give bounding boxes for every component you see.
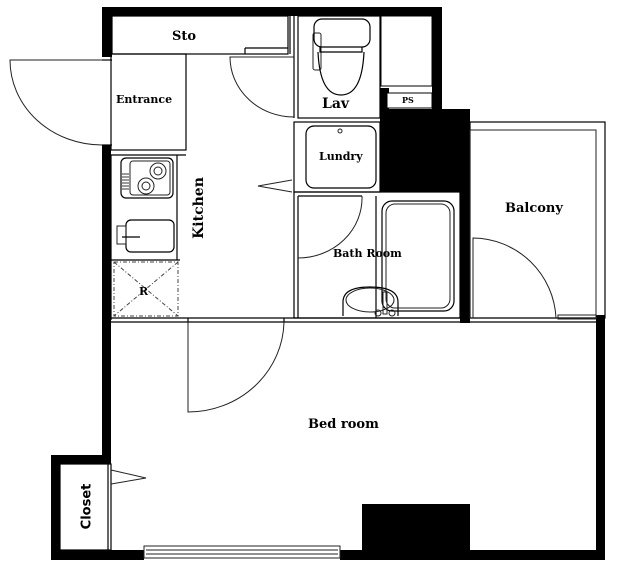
lavatory-outline (297, 15, 381, 119)
column-block (362, 504, 470, 554)
ps-box (386, 92, 433, 109)
window (143, 545, 341, 559)
closet-outline (59, 463, 112, 551)
bedroom-door-swing (187, 321, 285, 413)
toilet-tank (313, 18, 371, 48)
burner-icon (149, 162, 167, 180)
room-label-kitchen: Kitchen (190, 177, 207, 239)
room-label-storage: Sto (172, 29, 197, 44)
room-label-bedroom: Bed room (308, 417, 379, 432)
room-label-entrance: Entrance (116, 93, 173, 106)
room-label-laundry: Lundry (319, 150, 363, 163)
balcony-left-wall (460, 109, 470, 323)
toilet-bowl (317, 47, 365, 96)
room-label-balcony: Balcony (505, 201, 563, 216)
bathroom-outline (293, 191, 461, 319)
left-wall-upper (102, 7, 112, 57)
refrigerator-space (113, 261, 179, 317)
top-wall (102, 7, 442, 16)
closet-door-marker (110, 469, 147, 485)
closet-top-wall (51, 455, 111, 464)
room-label-bathroom: Bath Room (333, 247, 402, 260)
burner-icon (137, 177, 155, 195)
ps-right-wall (432, 7, 442, 109)
right-wall (596, 315, 605, 560)
room-label-lavatory: Lav (322, 96, 350, 112)
stove (120, 157, 174, 199)
entrance-door-swing (9, 59, 103, 146)
bottom-wall-right (340, 550, 605, 560)
lav-door-swing (229, 56, 295, 118)
balcony-outline (469, 121, 606, 319)
room-label-ps: PS (402, 95, 414, 105)
closet-left-wall (51, 455, 60, 560)
balcony-door-swing (472, 237, 557, 319)
storage-outline (111, 15, 289, 55)
kitchen-sink (125, 219, 175, 253)
ps-shaft-block (380, 109, 470, 192)
bottom-wall-left (51, 550, 144, 560)
washbasin (342, 286, 399, 316)
room-label-closet: Closet (79, 483, 95, 530)
entrance-outline (110, 53, 187, 151)
washing-machine (305, 125, 377, 189)
label-refrigerator: R (139, 285, 149, 298)
bathtub (381, 200, 455, 312)
bath-door-swing (297, 195, 363, 259)
left-wall-middle (102, 145, 111, 455)
